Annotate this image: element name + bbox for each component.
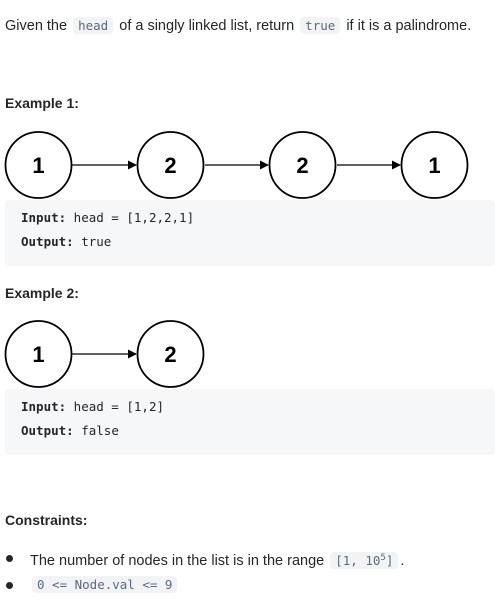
output-value: true [73, 234, 112, 249]
list-node: 1 [4, 131, 73, 199]
output-label: Output: [21, 423, 74, 438]
input-line: Input: head = [1,2] [21, 399, 164, 414]
output-line: Output: true [21, 234, 111, 249]
input-label: Input: [21, 210, 67, 225]
example-2-heading: Example 2: [5, 285, 79, 301]
node-value: 1 [428, 153, 440, 178]
code-head: head [73, 17, 114, 34]
constraints-heading: Constraints: [5, 512, 88, 528]
constraint-text: The number of nodes in the list is in th… [30, 553, 325, 570]
bullet-icon [6, 555, 13, 562]
input-line: Input: head = [1,2,2,1] [21, 210, 194, 225]
constraint-tail: . [400, 553, 405, 570]
constraint-code-range: [1, 105] [330, 552, 399, 570]
example-2-linked-list-diagram: 1 2 [4, 320, 205, 388]
input-label: Input: [21, 399, 67, 414]
output-value: false [73, 423, 119, 438]
output-label: Output: [21, 234, 74, 249]
list-node: 2 [136, 320, 205, 388]
list-node: 1 [4, 320, 73, 388]
node-value: 2 [296, 153, 308, 178]
code-true: true [300, 17, 341, 34]
node-value: 2 [164, 342, 176, 367]
intro-text-1: Given the [5, 18, 68, 34]
example-1-io-block: Input: head = [1,2,2,1] Output: true [5, 200, 495, 266]
example-1-linked-list-diagram: 1 2 2 1 [4, 131, 469, 199]
problem-statement: Given the head of a singly linked list, … [5, 16, 471, 36]
bullet-icon [6, 582, 13, 590]
list-node: 1 [400, 131, 469, 199]
constraint-item: 0 <= Node.val <= 9 [6, 575, 404, 595]
node-value: 2 [164, 153, 176, 178]
input-value: head = [1,2] [66, 399, 164, 414]
output-line: Output: false [21, 423, 119, 438]
input-value: head = [1,2,2,1] [66, 210, 195, 225]
intro-text-2: of a singly linked list, return [119, 18, 295, 34]
example-2-io-block: Input: head = [1,2] Output: false [5, 389, 495, 455]
node-value: 1 [32, 153, 44, 178]
example-1-heading: Example 1: [5, 95, 79, 111]
list-node: 2 [136, 131, 205, 199]
constraint-item: The number of nodes in the list is in th… [6, 548, 405, 571]
list-node: 2 [268, 131, 337, 199]
intro-text-3: if it is a palindrome. [346, 18, 472, 34]
constraints-list: The number of nodes in the list is in th… [6, 548, 405, 595]
node-value: 1 [32, 342, 44, 367]
constraint-code-val: 0 <= Node.val <= 9 [32, 576, 178, 594]
